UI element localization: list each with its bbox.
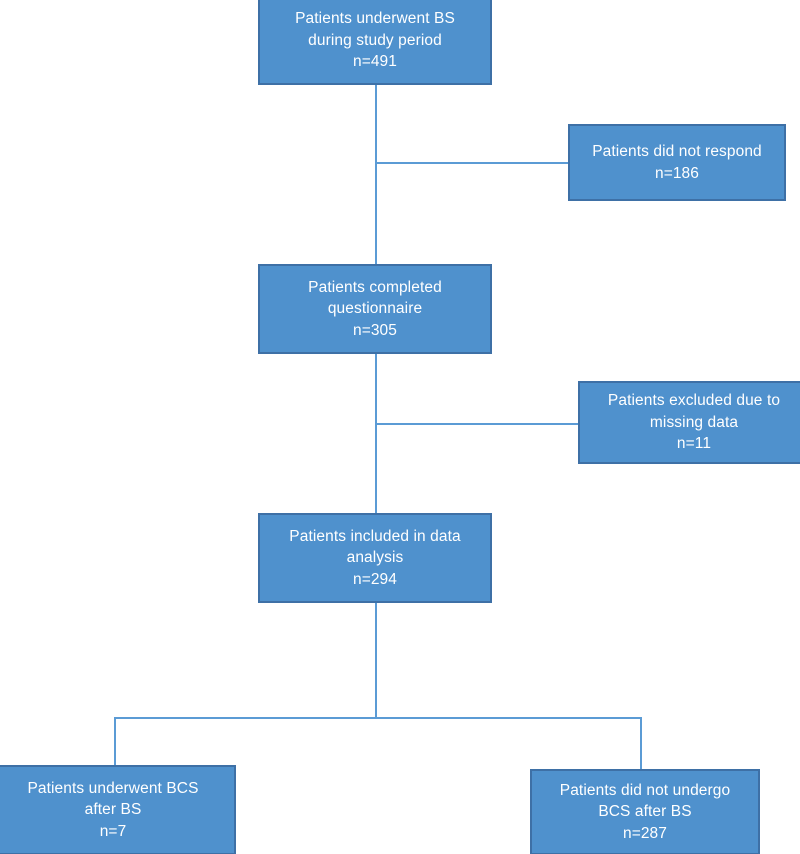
node-did-not-respond: Patients did not respond n=186	[568, 124, 786, 201]
connector-completed-to-included	[375, 354, 377, 513]
node-excluded-missing-data-line1: Patients excluded due to	[607, 392, 781, 410]
node-did-not-undergo-bcs-line2: BCS after BS	[598, 803, 692, 821]
node-included-in-analysis-count: n=294	[352, 570, 398, 588]
node-underwent-bs-line1: Patients underwent BS	[295, 10, 455, 28]
connector-split-horizontal	[114, 717, 641, 719]
node-included-in-analysis: Patients included in data analysis n=294	[258, 513, 492, 603]
node-underwent-bcs-count: n=7	[99, 822, 127, 840]
node-underwent-bs-line2: during study period	[308, 31, 442, 49]
node-did-not-undergo-bcs: Patients did not undergo BCS after BS n=…	[530, 769, 760, 854]
node-underwent-bs-count: n=491	[352, 53, 398, 71]
node-excluded-missing-data-line2: missing data	[649, 413, 739, 431]
node-completed-questionnaire-line2: questionnaire	[327, 300, 423, 318]
node-included-in-analysis-line2: analysis	[346, 549, 404, 567]
node-excluded-missing-data: Patients excluded due to missing data n=…	[578, 381, 800, 464]
node-underwent-bcs-line1: Patients underwent BCS	[27, 779, 199, 797]
node-did-not-respond-count: n=186	[654, 164, 700, 182]
node-underwent-bs: Patients underwent BS during study perio…	[258, 0, 492, 85]
node-did-not-respond-line1: Patients did not respond	[592, 143, 762, 161]
connector-included-to-split	[375, 603, 377, 718]
connector-underwent-bs-to-completed	[375, 85, 377, 264]
node-did-not-undergo-bcs-count: n=287	[622, 824, 668, 842]
connector-split-left-drop	[114, 717, 116, 765]
node-excluded-missing-data-count: n=11	[676, 435, 712, 453]
node-included-in-analysis-line1: Patients included in data	[289, 527, 461, 545]
node-did-not-undergo-bcs-line1: Patients did not undergo	[559, 781, 731, 799]
node-underwent-bcs-line2: after BS	[84, 801, 142, 819]
node-completed-questionnaire: Patients completed questionnaire n=305	[258, 264, 492, 354]
node-underwent-bcs: Patients underwent BCS after BS n=7	[0, 765, 236, 854]
connector-branch-excluded-missing	[375, 423, 578, 425]
connector-split-right-drop	[640, 717, 642, 769]
connector-branch-did-not-respond	[375, 162, 568, 164]
node-completed-questionnaire-count: n=305	[352, 321, 398, 339]
node-completed-questionnaire-line1: Patients completed	[308, 278, 442, 296]
